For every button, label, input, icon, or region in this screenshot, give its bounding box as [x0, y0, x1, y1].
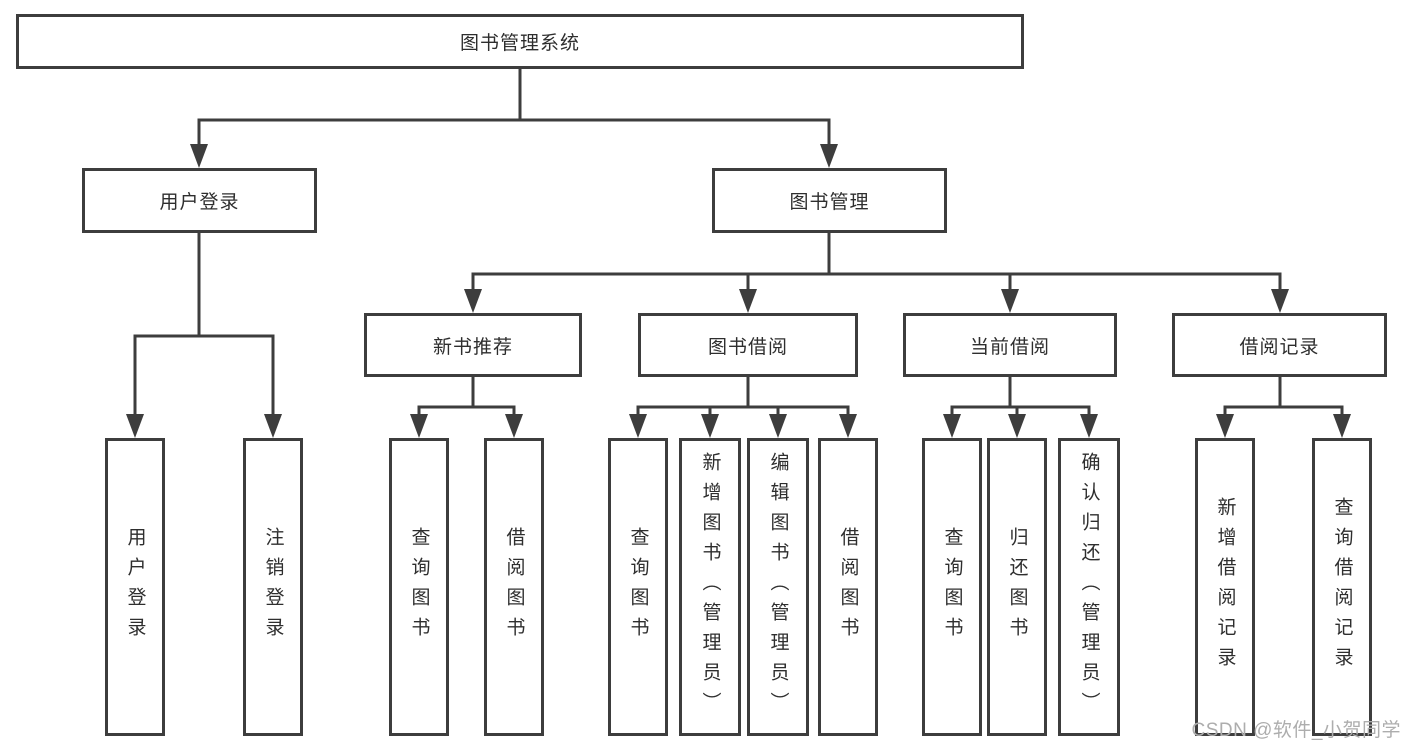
node-user-login: 用户登录 [82, 168, 317, 233]
leaf-add-books-admin: 新增图书（管理员） [679, 438, 741, 736]
connector-level3-bar [471, 272, 1282, 289]
leaf-confirm-return-admin-label: 确认归还（管理员） [1078, 452, 1100, 722]
leaf-user-login-label: 用户登录 [124, 527, 146, 647]
leaf-query-books-recommend: 查询图书 [389, 438, 449, 736]
leaf-borrow-books: 借阅图书 [818, 438, 878, 736]
csdn-watermark: CSDN @软件_小贺同学 [1191, 720, 1401, 741]
leaf-borrow-books-label: 借阅图书 [837, 527, 859, 647]
leaf-query-books-current: 查询图书 [922, 438, 982, 736]
root-node-book-management-system: 图书管理系统 [16, 14, 1024, 69]
leaf-return-books: 归还图书 [987, 438, 1047, 736]
leaf-return-books-label: 归还图书 [1006, 527, 1028, 647]
node-book-borrow: 图书借阅 [638, 313, 858, 377]
leaf-borrow-books-recommend: 借阅图书 [484, 438, 544, 736]
leaf-confirm-return-admin: 确认归还（管理员） [1058, 438, 1120, 736]
connector-newbook-bar [417, 405, 516, 414]
leaf-query-books-borrow: 查询图书 [608, 438, 668, 736]
leaf-query-books-recommend-label: 查询图书 [408, 527, 430, 647]
node-user-login-label: 用户登录 [159, 192, 240, 213]
node-book-management-label: 图书管理 [789, 192, 870, 213]
connector-currentborrow-bar [950, 405, 1091, 414]
connector-bookborrow-bar [636, 405, 850, 414]
leaf-add-books-admin-label: 新增图书（管理员） [699, 452, 721, 722]
leaf-edit-books-admin-label: 编辑图书（管理员） [767, 452, 789, 722]
node-new-book-recommend: 新书推荐 [364, 313, 582, 377]
arrowheads [126, 144, 1351, 438]
connector-records-bar [1223, 405, 1344, 414]
leaf-add-borrow-record-label: 新增借阅记录 [1214, 497, 1236, 677]
leaf-logout: 注销登录 [243, 438, 303, 736]
leaf-query-books-current-label: 查询图书 [941, 527, 963, 647]
node-borrow-records: 借阅记录 [1172, 313, 1387, 377]
leaf-logout-label: 注销登录 [262, 527, 284, 647]
leaf-query-borrow-record: 查询借阅记录 [1312, 438, 1372, 736]
root-node-label: 图书管理系统 [459, 33, 580, 54]
connector-login-bar [133, 334, 275, 414]
node-new-book-recommend-label: 新书推荐 [432, 336, 513, 358]
connector-level2-bar [197, 118, 831, 144]
node-book-management: 图书管理 [712, 168, 947, 233]
node-book-borrow-label: 图书借阅 [707, 336, 788, 358]
leaf-add-borrow-record: 新增借阅记录 [1195, 438, 1255, 736]
node-current-borrow-label: 当前借阅 [969, 336, 1050, 358]
leaf-query-books-borrow-label: 查询图书 [627, 527, 649, 647]
node-borrow-records-label: 借阅记录 [1239, 336, 1320, 358]
leaf-query-borrow-record-label: 查询借阅记录 [1331, 497, 1353, 677]
leaf-user-login: 用户登录 [105, 438, 165, 736]
leaf-borrow-books-recommend-label: 借阅图书 [503, 527, 525, 647]
node-current-borrow: 当前借阅 [903, 313, 1117, 377]
leaf-edit-books-admin: 编辑图书（管理员） [747, 438, 809, 736]
